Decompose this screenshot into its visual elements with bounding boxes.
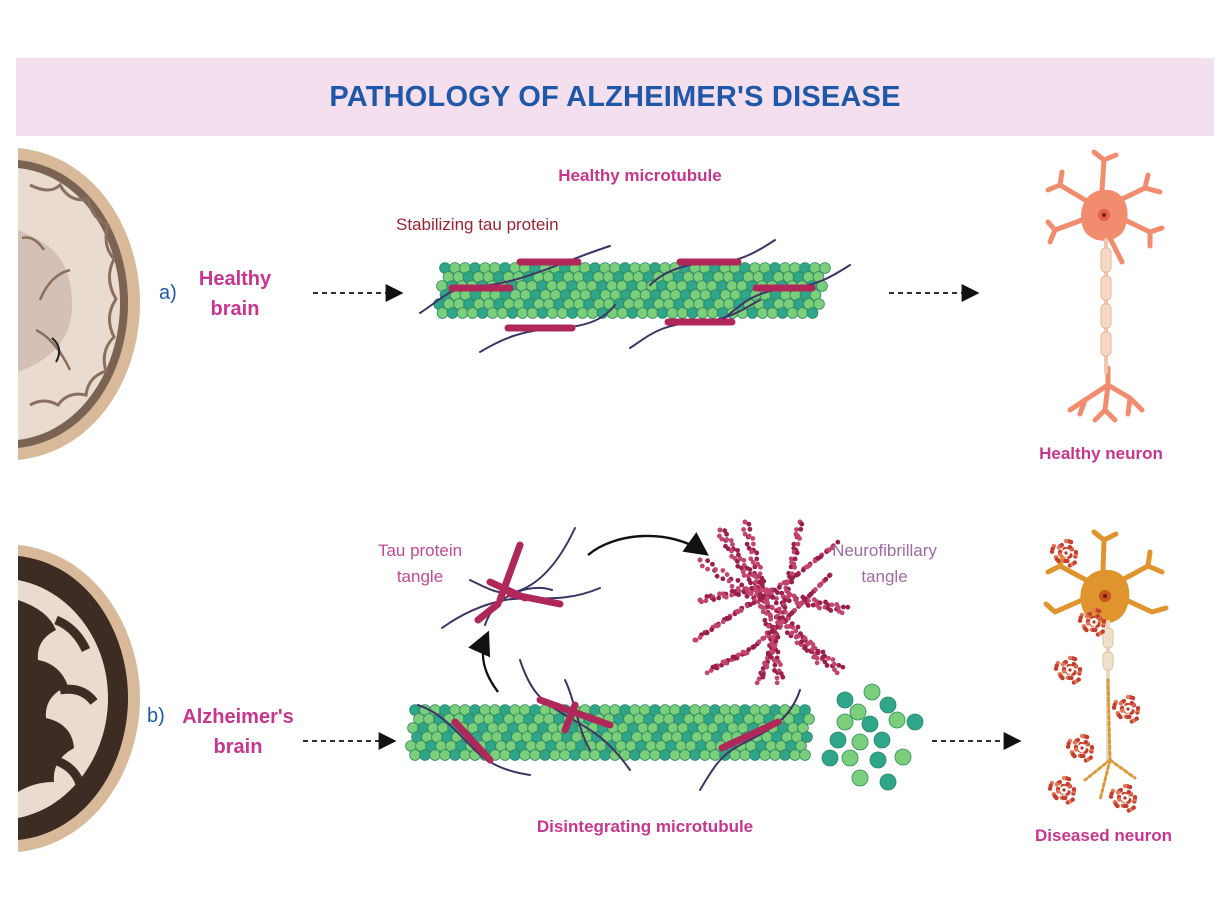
alzheimers-brain-icon: [18, 545, 140, 852]
amyloid-plaque-icon: [1049, 538, 1079, 568]
arrow-tangle-formation: [587, 532, 709, 556]
row-a-marker: a): [159, 282, 177, 304]
diseased-neuron-icon: [1043, 529, 1169, 813]
neurofibrillary-tangle-icon: [692, 519, 851, 686]
healthy-brain-label: Healthy brain: [185, 264, 285, 324]
healthy-brain-label-line2: brain: [210, 298, 260, 320]
amyloid-plaque-icon: [1047, 775, 1077, 805]
healthy-brain-icon: [18, 148, 140, 460]
amyloid-plaque-icon: [1077, 607, 1107, 637]
row-b-marker: b): [147, 705, 165, 727]
tau-protein-tangle-icon: [441, 527, 601, 629]
detaching-tau-proteins: [417, 659, 801, 791]
alzheimers-brain-label: Alzheimer's brain: [168, 702, 308, 762]
healthy-neuron-icon: [1045, 149, 1165, 423]
flow-arrows: [303, 284, 1022, 750]
disintegrating-microtubule-label: Disintegrating microtubule: [536, 817, 754, 836]
amyloid-plaque-icon: [1053, 655, 1083, 685]
amyloid-plaque-icon: [1108, 783, 1138, 813]
neurofibrillary-tangle-label-line1: Neurofibrillary: [832, 541, 937, 560]
tau-protein-tangle-label-line1: Tau protein: [377, 541, 463, 560]
tau-protein-tangle-label-line2: tangle: [396, 567, 444, 586]
healthy-brain-label-line1: Healthy: [198, 268, 272, 290]
neurofibrillary-tangle-label: Neurofibrillary tangle: [812, 538, 957, 590]
arrow-tau-detaching: [468, 630, 499, 693]
healthy-microtubule-label: Healthy microtubule: [558, 166, 722, 185]
healthy-microtubule: [433, 262, 831, 319]
title-banner: PATHOLOGY OF ALZHEIMER'S DISEASE: [16, 58, 1214, 136]
free-tubulin-dimers: [821, 683, 924, 791]
neurofibrillary-tangle-label-line2: tangle: [861, 567, 908, 586]
alzheimers-brain-label-line2: brain: [213, 736, 263, 758]
tau-protein-tangle-label: Tau protein tangle: [360, 538, 480, 590]
diagram-title: PATHOLOGY OF ALZHEIMER'S DISEASE: [329, 81, 901, 113]
alzheimers-brain-label-line1: Alzheimer's: [182, 706, 294, 728]
healthy-neuron-label: Healthy neuron: [1039, 444, 1163, 463]
amyloid-plaque-icon: [1065, 733, 1095, 763]
amyloid-plaque-icon: [1111, 694, 1141, 724]
stabilizing-tau-label: Stabilizing tau protein: [396, 215, 559, 234]
diseased-neuron-label: Diseased neuron: [1035, 826, 1172, 845]
stabilizing-tau-proteins: [419, 239, 851, 353]
